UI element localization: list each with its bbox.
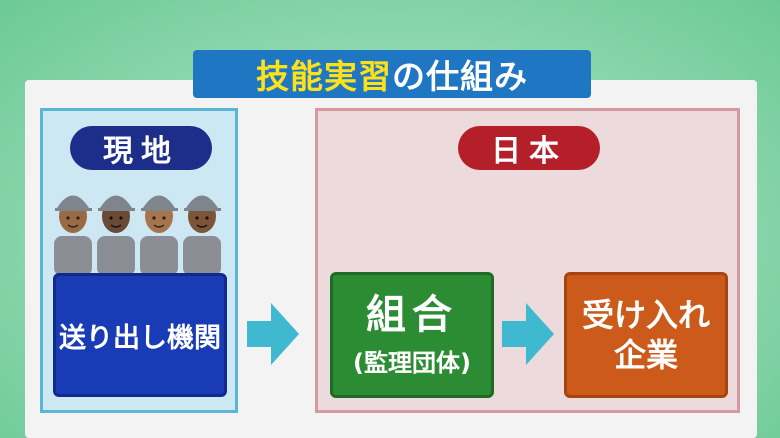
title-highlight: 技能実習 [256, 57, 392, 96]
sending-organization-box: 送り出し機関 [53, 273, 227, 397]
arrow-right-icon [247, 303, 299, 365]
worker-group-illustration [54, 195, 221, 276]
company-label-line2: 企業 [613, 336, 678, 374]
worker-4 [183, 195, 221, 276]
company-label-line1: 受け入れ [581, 296, 710, 334]
arrow-right-icon [502, 303, 554, 365]
title-rest: の仕組み [392, 57, 528, 96]
page-title: 技能実習の仕組み [193, 50, 591, 98]
sending-organization-label: 送り出し機関 [59, 322, 221, 354]
worker-1 [54, 195, 92, 276]
union-label: 組合 [366, 291, 458, 338]
japan-label: 日本 [458, 126, 600, 170]
union-box: 組合 (監理団体) [330, 272, 494, 398]
worker-2 [97, 195, 135, 276]
local-label: 現地 [70, 126, 212, 170]
worker-3 [140, 195, 178, 276]
union-sublabel: (監理団体) [353, 348, 471, 377]
receiving-company-box: 受け入れ 企業 [564, 272, 728, 398]
